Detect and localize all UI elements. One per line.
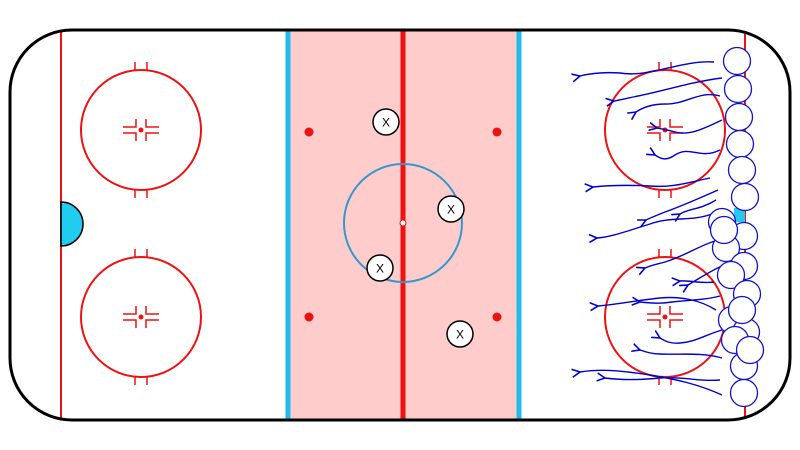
x-marker-label: X: [456, 328, 464, 342]
player-circle[interactable]: [727, 295, 757, 325]
player-circle[interactable]: [724, 102, 754, 132]
skate-path-arrow: [605, 378, 721, 381]
rink-boards: [8, 28, 792, 422]
player-circle[interactable]: [725, 129, 755, 159]
x-marker-label: X: [447, 203, 455, 217]
skate-path-arrow: [580, 370, 723, 396]
skate-path-arrow: [680, 281, 715, 283]
player-circle[interactable]: [723, 74, 753, 104]
skate-path-arrow: [646, 189, 719, 220]
neutral-dot-bl: [304, 312, 314, 322]
faceoff-circle-right-bottom: [604, 249, 726, 385]
x-marker-label: X: [382, 116, 390, 130]
skate-path-arrow: [614, 77, 723, 101]
faceoff-circle-left-bottom: [80, 249, 202, 385]
skate-path-arrow: [597, 213, 713, 238]
skate-path-arrow: [640, 350, 723, 359]
skate-path-arrow: [598, 296, 717, 311]
skate-path-arrow: [680, 199, 717, 214]
skate-path-arrow: [640, 295, 721, 303]
x-marker-label: X: [376, 262, 384, 276]
player-circle[interactable]: [722, 46, 752, 76]
player-circle[interactable]: [730, 182, 760, 212]
skate-path-arrow: [660, 329, 723, 344]
center-faceoff-circle: [343, 163, 463, 283]
player-circle[interactable]: [735, 335, 765, 365]
x-marker-4[interactable]: X: [446, 320, 474, 348]
goal-crease-left: [60, 201, 84, 247]
skate-path-arrow: [657, 119, 723, 134]
goal-crease-right: [734, 208, 745, 222]
player-circle[interactable]: [716, 260, 746, 290]
center-faceoff-dot: [399, 219, 407, 227]
x-marker-1[interactable]: X: [372, 108, 400, 136]
faceoff-circle-left-top: [80, 62, 202, 198]
neutral-dot-tr: [492, 127, 502, 137]
skate-path-arrow: [655, 150, 721, 160]
skate-path-arrow: [645, 239, 719, 268]
x-marker-3[interactable]: X: [366, 254, 394, 282]
neutral-dot-br: [492, 312, 502, 322]
player-circle[interactable]: [709, 215, 739, 245]
player-circle[interactable]: [727, 155, 757, 185]
x-marker-2[interactable]: X: [437, 195, 465, 223]
neutral-dot-tl: [304, 127, 314, 137]
skate-path-arrow: [593, 177, 711, 187]
skate-path-arrow: [580, 61, 715, 76]
player-circle[interactable]: [729, 378, 759, 408]
skate-path-arrow: [636, 93, 721, 112]
